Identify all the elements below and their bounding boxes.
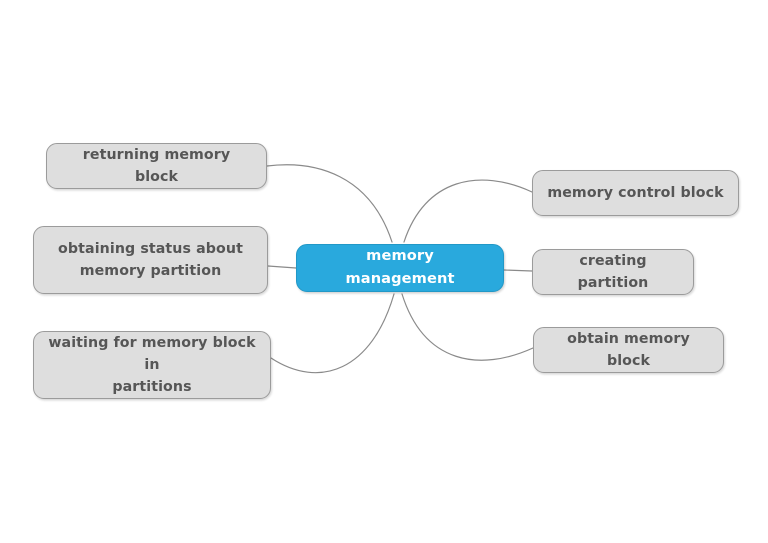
- mindmap-node-memory-control-block[interactable]: memory control block: [532, 170, 739, 216]
- connector-memory-control-block: [403, 179, 533, 243]
- mindmap-root-label: memory management: [345, 247, 455, 287]
- connector-returning-memory-block: [266, 164, 393, 243]
- mindmap-node-label: creating partition: [577, 253, 649, 291]
- connector-obtaining-status: [267, 265, 297, 269]
- mindmap-node-obtaining-status[interactable]: obtaining status about memory partition: [33, 226, 268, 294]
- connector-creating-partition: [503, 269, 533, 272]
- mindmap-node-obtain-memory-block[interactable]: obtain memory block: [533, 327, 724, 373]
- mindmap-node-label: memory control block: [547, 185, 724, 201]
- mindmap-node-label: waiting for memory block in partitions: [48, 335, 256, 395]
- mindmap-node-waiting-memory-block[interactable]: waiting for memory block in partitions: [33, 331, 271, 399]
- mindmap-root-node-memory-management[interactable]: memory management: [296, 244, 504, 292]
- mindmap-node-returning-memory-block[interactable]: returning memory block: [46, 143, 267, 189]
- mindmap-node-label: obtaining status about memory partition: [58, 241, 243, 279]
- connector-waiting-memory-block: [270, 293, 395, 374]
- mindmap-node-creating-partition[interactable]: creating partition: [532, 249, 694, 295]
- mindmap-node-label: returning memory block: [82, 147, 231, 185]
- connector-obtain-memory-block: [401, 293, 534, 361]
- mindmap-node-label: obtain memory block: [567, 331, 690, 369]
